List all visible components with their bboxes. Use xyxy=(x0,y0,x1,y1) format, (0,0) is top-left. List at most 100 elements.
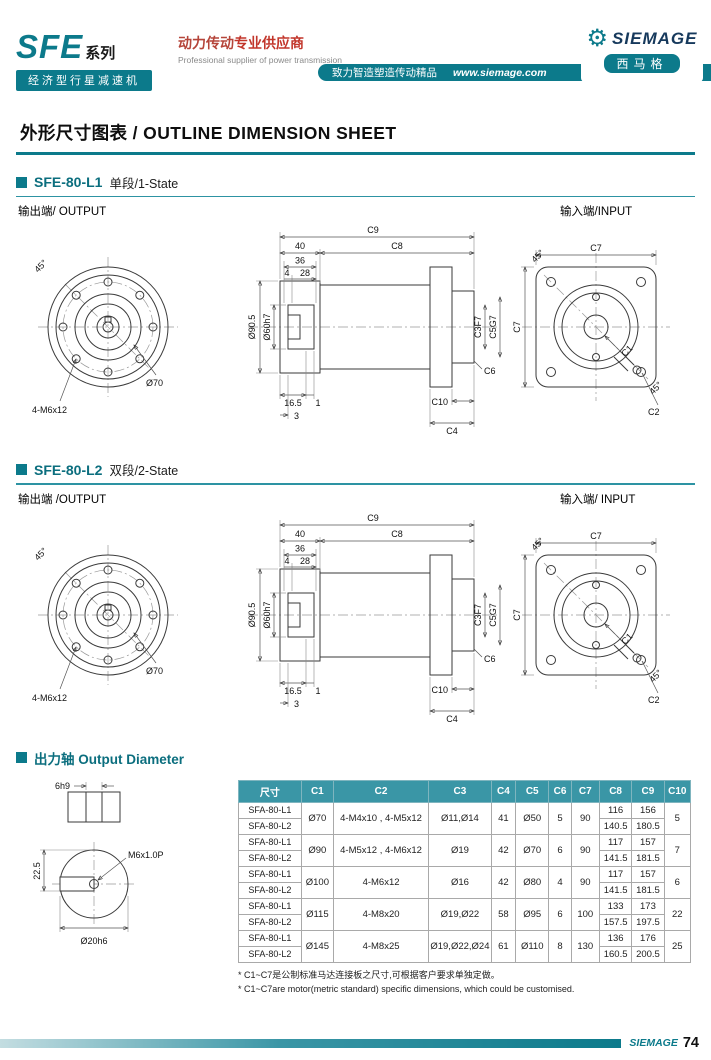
table-cell: 7 xyxy=(663,833,692,867)
table-cell: Ø70 xyxy=(300,801,335,835)
col-header-c5: C5 xyxy=(515,779,550,803)
table-cell: 197.5 xyxy=(631,913,665,931)
slogan-text: 致力智造塑造传动精品 xyxy=(332,67,437,79)
supplier-block: 动力传动专业供应商 Professional supplier of power… xyxy=(178,33,342,65)
section-2-desc: 双段/2-State xyxy=(109,464,179,478)
brand-tagline-bar: 经济型行星减速机 xyxy=(16,70,152,91)
table-cell: 181.5 xyxy=(631,881,665,899)
table-cell: 6 xyxy=(548,833,572,867)
col-header-c7: C7 xyxy=(570,779,600,803)
dim-label-36: 36 xyxy=(295,543,305,553)
dim-label-c3f7: C3F7 xyxy=(473,316,483,338)
table-cell: Ø19,Ø22,Ø24 xyxy=(428,929,492,963)
table-cell: 157 xyxy=(631,833,665,851)
table-cell: 4-M4x10 , 4-M5x12 xyxy=(333,801,430,835)
section-2-drawing-area: 输出端 /OUTPUT 输入端/ INPUT 45° Ø70 4-M6x12 xyxy=(8,487,703,730)
table-cell-model: SFA-80-L2 xyxy=(238,849,302,867)
table-cell-model: SFA-80-L2 xyxy=(238,817,302,835)
side-section-view: C9 40 C8 36 4 28 Ø90.5 Ø60h7 xyxy=(247,513,500,724)
table-area: 尺寸 C1 C2 C3 C4 C5 C6 C7 C8 C9 C10 xyxy=(238,779,692,998)
table-cell: 133 xyxy=(598,897,633,915)
supplier-title-cn: 动力传动专业供应商 xyxy=(178,33,342,53)
table-cell: 117 xyxy=(598,833,633,851)
table-cell: Ø11,Ø14 xyxy=(428,801,492,835)
dim-label-c2: C2 xyxy=(648,695,660,705)
col-header-size: 尺寸 xyxy=(238,779,302,803)
table-cell: 141.5 xyxy=(598,849,633,867)
table-cell: 4-M5x12 , 4-M6x12 xyxy=(333,833,430,867)
table-cell: 90 xyxy=(570,865,600,899)
gear-logo-icon: ⚙ xyxy=(586,25,609,52)
dim-label-dia90-5: Ø90.5 xyxy=(247,602,257,627)
table-cell: Ø90 xyxy=(300,833,335,867)
table-cell: 140.5 xyxy=(598,817,633,835)
dim-label-45deg-bottom: 45° xyxy=(647,379,664,396)
input-flange-view: C7 C7 C1 C2 45° 45° xyxy=(512,531,670,705)
dim-label-c4: C4 xyxy=(446,714,458,724)
table-cell-model: SFA-80-L1 xyxy=(238,929,302,947)
dim-label-c4: C4 xyxy=(446,426,458,436)
section-2-model: SFE-80-L2 xyxy=(34,461,103,478)
dim-label-22-5: 22.5 xyxy=(32,862,42,880)
table-cell: 4-M8x25 xyxy=(333,929,430,963)
dim-label-c1: C1 xyxy=(619,343,634,358)
table-cell-model: SFA-80-L2 xyxy=(238,945,302,963)
col-header-c6: C6 xyxy=(548,779,572,803)
logo-name-cn: 西马格 xyxy=(604,54,680,73)
footnote-en: * C1~C7are motor(metric standard) specif… xyxy=(238,984,575,995)
dim-label-mounting-holes: 4-M6x12 xyxy=(32,405,67,415)
table-cell: 4 xyxy=(548,865,572,899)
table-cell: Ø110 xyxy=(515,929,550,963)
dim-label-c9: C9 xyxy=(367,225,379,235)
table-row: SFA-80-L1 Ø145 4-M8x25 Ø19,Ø22,Ø24 61 Ø1… xyxy=(238,929,692,963)
table-cell: 5 xyxy=(663,801,692,835)
input-view-label: 输入端/ INPUT xyxy=(560,492,635,506)
table-cell: 200.5 xyxy=(631,945,665,963)
section-1-drawing-area: 输出端/ OUTPUT 输入端/INPUT 45° Ø70 4-M6x12 xyxy=(8,199,703,442)
table-cell: 5 xyxy=(548,801,572,835)
table-header-row: 尺寸 C1 C2 C3 C4 C5 C6 C7 C8 C9 C10 xyxy=(238,779,692,803)
section-3-content: 6h9 M6x1.0P 22.5 Ø20h6 xyxy=(20,776,692,998)
table-cell: Ø80 xyxy=(515,865,550,899)
dim-label-40: 40 xyxy=(295,241,305,251)
section-2-header: SFE-80-L2 双段/2-State xyxy=(16,460,695,479)
table-row: SFA-80-L2 141.5 181.5 xyxy=(238,849,691,867)
dim-label-36: 36 xyxy=(295,256,305,266)
table-cell: 4-M6x12 xyxy=(333,865,430,899)
dim-label-thread: M6x1.0P xyxy=(128,850,164,860)
table-cell: 6 xyxy=(663,865,692,899)
col-header-c2: C2 xyxy=(333,779,430,803)
output-shaft-drawing: 6h9 M6x1.0P 22.5 Ø20h6 xyxy=(32,781,164,946)
footer-rule xyxy=(0,1038,622,1048)
logo-name: SIEMAGE xyxy=(612,29,698,48)
shaft-key-top-view: 6h9 xyxy=(55,781,121,822)
table-row: SFA-80-L2 160.5 200.5 xyxy=(238,945,691,963)
dim-label-c5g7: C5G7 xyxy=(488,603,498,627)
table-cell: 116 xyxy=(598,801,633,819)
table-cell: 136 xyxy=(598,929,633,947)
output-flange-view: 45° Ø70 4-M6x12 xyxy=(32,257,178,415)
table-cell-model: SFA-80-L1 xyxy=(238,833,302,851)
dim-label-28: 28 xyxy=(300,556,310,566)
dimension-drawing-l2: 输出端 /OUTPUT 输入端/ INPUT 45° Ø70 4-M6x12 xyxy=(18,492,670,724)
website-text: www.siemage.com xyxy=(453,66,547,79)
dim-label-c1: C1 xyxy=(619,631,634,646)
side-section-view: C9 40 C8 36 4 28 Ø90.5 Ø60h7 xyxy=(247,225,500,436)
dim-label-mounting-holes: 4-M6x12 xyxy=(32,693,67,703)
section-2-rule xyxy=(16,483,695,485)
table-cell: 157 xyxy=(631,865,665,883)
table-cell: 141.5 xyxy=(598,881,633,899)
table-cell-model: SFA-80-L1 xyxy=(238,801,302,819)
dim-label-3: 3 xyxy=(294,411,299,421)
dim-label-c7-top: C7 xyxy=(590,243,602,253)
dim-label-dia70: Ø70 xyxy=(146,666,163,676)
footer-brand: SIEMAGE xyxy=(629,1037,678,1049)
table-cell: 42 xyxy=(490,833,517,867)
dim-label-c10: C10 xyxy=(431,685,448,695)
input-view-label: 输入端/INPUT xyxy=(560,204,632,218)
dim-label-3: 3 xyxy=(294,699,299,709)
supplier-title-en: Professional supplier of power transmiss… xyxy=(178,55,342,65)
dim-label-c9: C9 xyxy=(367,513,379,523)
dim-label-6h9: 6h9 xyxy=(55,781,70,791)
